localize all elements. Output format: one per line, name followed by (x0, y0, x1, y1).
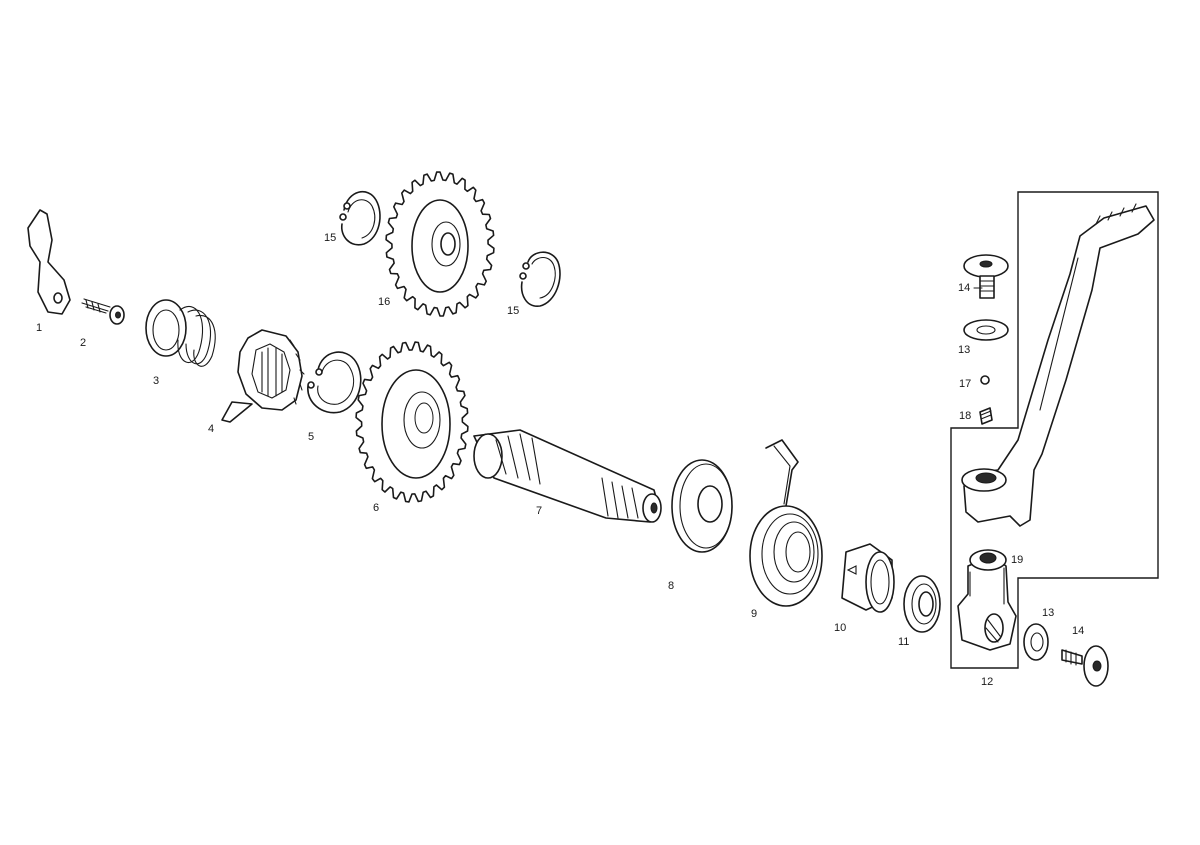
callout-19: 19 (1011, 554, 1023, 566)
callout-8: 8 (668, 580, 674, 592)
part-10-bushing (841, 543, 895, 613)
callout-14-top: 14 (958, 282, 970, 294)
part-8-washer (671, 459, 733, 553)
part-1-lock-plate (27, 209, 71, 315)
callout-9: 9 (751, 608, 757, 620)
part-14-bolt-top (963, 254, 1009, 299)
part-7-shaft (473, 429, 662, 523)
callout-5: 5 (308, 431, 314, 443)
callout-13-bottom: 13 (1042, 607, 1054, 619)
part-12-kick-hub (957, 549, 1017, 651)
callout-15-left: 15 (324, 232, 336, 244)
callout-2: 2 (80, 337, 86, 349)
callout-13-top: 13 (958, 344, 970, 356)
part-9-return-spring (749, 439, 823, 607)
part-13-washer-top (963, 319, 1009, 341)
part-17-ball (980, 375, 990, 385)
callout-3: 3 (153, 375, 159, 387)
part-18-detent-spring (979, 407, 993, 425)
callout-6: 6 (373, 502, 379, 514)
part-11-seal-ring (903, 575, 941, 633)
callout-15-right: 15 (507, 305, 519, 317)
callout-14-bottom: 14 (1072, 625, 1084, 637)
part-4-ratchet (221, 329, 305, 423)
part-15-circlip-left (339, 190, 381, 246)
part-16-idler-gear (385, 171, 495, 317)
part-5-circlip (307, 351, 362, 414)
callout-7: 7 (536, 505, 542, 517)
part-15-circlip-right (519, 251, 561, 307)
callout-18: 18 (959, 410, 971, 422)
part-3-spring (145, 299, 216, 367)
part-2-screw (81, 298, 125, 325)
part-14-bolt-bottom (1061, 645, 1109, 687)
callout-17: 17 (959, 378, 971, 390)
callout-10: 10 (834, 622, 846, 634)
callout-12: 12 (981, 676, 993, 688)
part-13-washer-bottom (1023, 623, 1049, 661)
callout-4: 4 (208, 423, 214, 435)
callout-1: 1 (36, 322, 42, 334)
part-6-gear (355, 341, 469, 503)
kick-lever-arm (961, 203, 1155, 527)
callout-16: 16 (378, 296, 390, 308)
callout-11: 11 (898, 636, 909, 648)
assembly-frame (950, 191, 1159, 669)
